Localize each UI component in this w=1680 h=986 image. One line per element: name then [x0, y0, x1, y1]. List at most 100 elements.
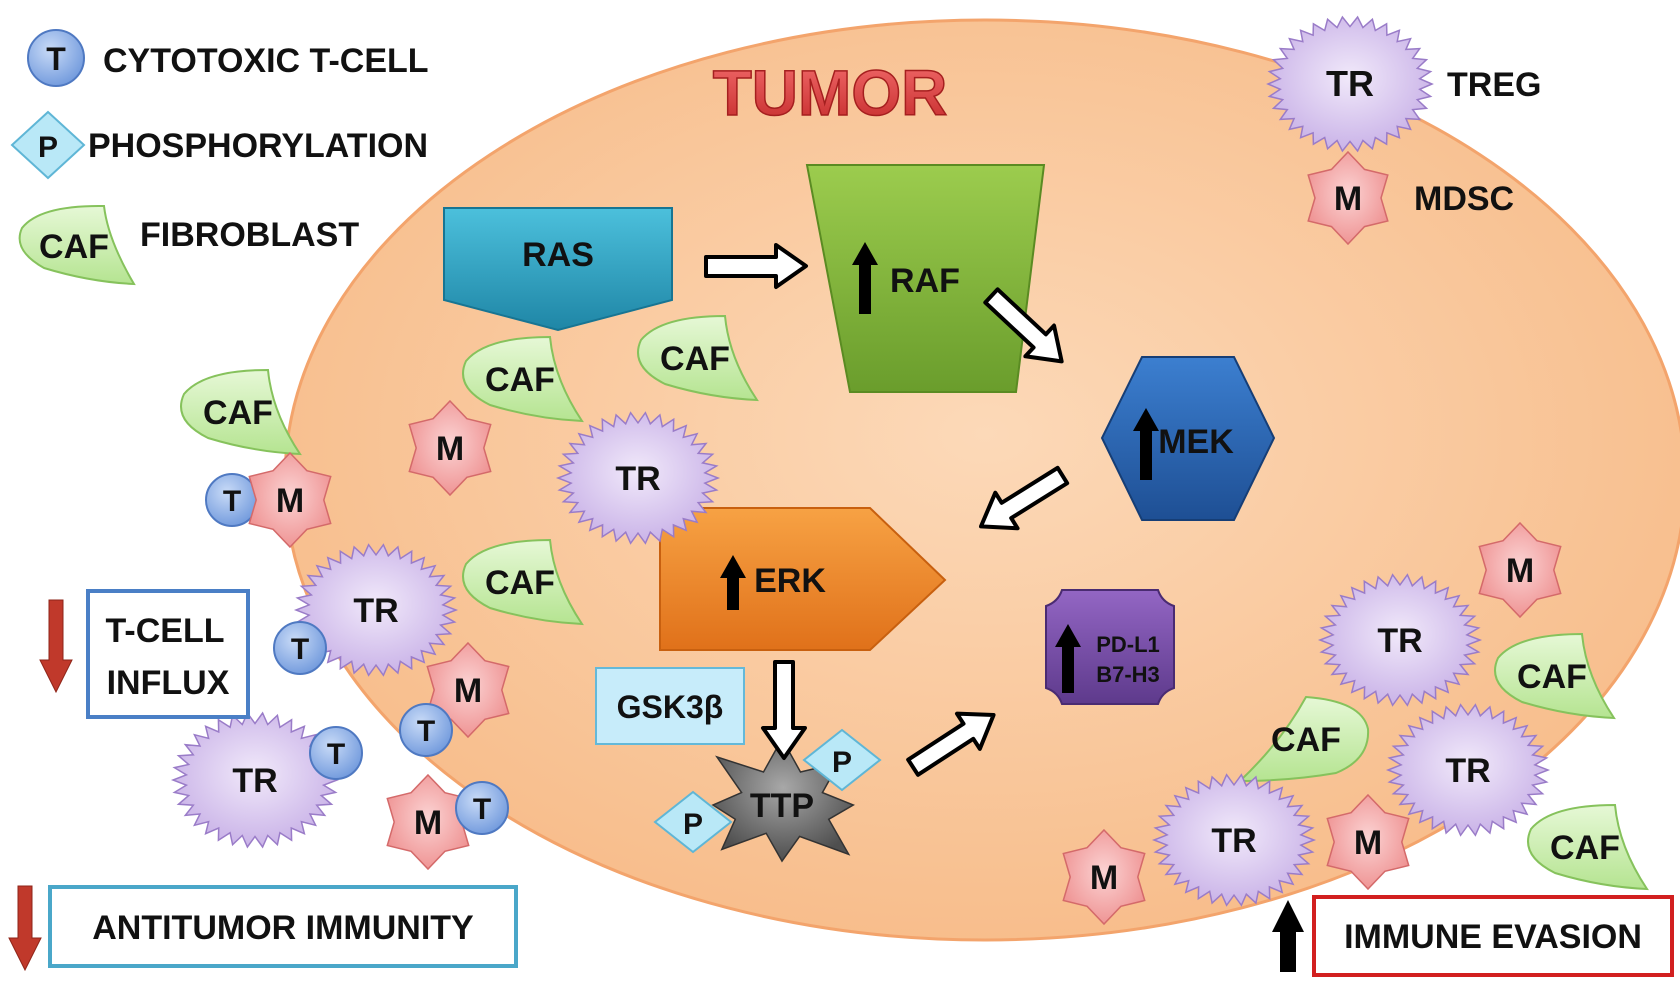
caf: CAF: [1494, 632, 1616, 720]
mdsc: M: [1062, 828, 1146, 926]
ras-node: RAS: [443, 207, 673, 332]
antitumor-down-arrow: [8, 885, 42, 972]
treg-label: TR: [615, 460, 660, 498]
pdl1-label: PD-L1: [1096, 632, 1160, 657]
mdsc: M: [426, 641, 510, 739]
pdl1-node: PD-L1 B7-H3: [1045, 589, 1175, 705]
legend-treg-symbol: [1266, 15, 1434, 153]
legend-tcell: T CYTOTOXIC T-CELL: [27, 29, 429, 87]
arrow-ras-raf: [704, 243, 808, 289]
mdsc-body: [1062, 828, 1146, 926]
ttp-phospho-2-label: P: [683, 808, 703, 841]
caf-label: CAF: [1550, 829, 1620, 867]
immune-evasion-up-arrow: [1272, 900, 1304, 972]
caf-body: [462, 538, 584, 626]
treg-body: [170, 711, 340, 849]
tcell: T: [399, 703, 453, 757]
mdsc-body: [248, 451, 332, 549]
caf: CAF: [462, 538, 584, 626]
caf-body: [1527, 803, 1649, 891]
ttp-phospho-1-label: P: [832, 746, 852, 779]
legend-tcell-letter: T: [46, 41, 66, 77]
ttp-phospho-2-shape: [653, 790, 733, 854]
tcell-influx-line1: T-CELL: [106, 612, 225, 650]
treg-label: TR: [353, 592, 398, 630]
legend-caf-symbol: [18, 204, 136, 286]
mdsc: M: [408, 399, 492, 497]
legend-caf-label: FIBROBLAST: [140, 216, 359, 254]
caf-label: CAF: [203, 394, 273, 432]
caf-label: CAF: [485, 361, 555, 399]
mdsc: M: [1478, 521, 1562, 619]
mdsc-body: [408, 399, 492, 497]
tcell-label: T: [327, 738, 345, 771]
erk-up-arrow: [720, 555, 746, 610]
treg-label: TR: [1211, 822, 1256, 860]
legend-mdsc-symbol: [1307, 150, 1389, 246]
caf-body: [637, 314, 759, 402]
tcell-body: [273, 621, 327, 675]
tcell-label: T: [473, 793, 491, 826]
legend-caf: CAF FIBROBLAST: [18, 204, 359, 286]
immune-evasion-frame: [1312, 895, 1674, 977]
treg-body: [555, 411, 721, 545]
immune-evasion-label: IMMUNE EVASION: [1344, 918, 1642, 956]
caf: CAF: [1527, 803, 1649, 891]
mdsc-label: M: [1354, 824, 1382, 862]
mdsc: M: [386, 773, 470, 871]
treg-body: [1385, 703, 1551, 837]
raf-label: RAF: [890, 262, 960, 300]
tcell-body: [309, 726, 363, 780]
caf-label: CAF: [485, 564, 555, 602]
treg: TR: [170, 711, 340, 849]
legend-phospho-symbol: [10, 110, 86, 180]
caf-body: [180, 368, 302, 456]
raf-up-arrow: [852, 242, 878, 314]
tcell: T: [309, 726, 363, 780]
treg: TR: [293, 543, 459, 677]
raf-shape: [805, 164, 1046, 393]
erk-node: ERK: [659, 507, 947, 651]
mdsc-label: M: [436, 430, 464, 468]
erk-label: ERK: [754, 562, 826, 600]
caf: CAF: [1237, 695, 1370, 783]
caf: CAF: [180, 368, 302, 456]
treg: TR: [1385, 703, 1551, 837]
tcell-label: T: [223, 485, 241, 518]
mdsc-label: M: [454, 672, 482, 710]
pdl1-up-arrow: [1055, 624, 1081, 693]
tcell-influx-down-arrow: [39, 599, 73, 694]
legend-caf-letter: CAF: [39, 228, 109, 266]
caf-body: [1494, 632, 1616, 720]
tcell-label: T: [417, 715, 435, 748]
antitumor-label: ANTITUMOR IMMUNITY: [92, 909, 474, 947]
caf-label: CAF: [660, 340, 730, 378]
mek-up-arrow: [1133, 408, 1159, 480]
gsk3b-node: GSK3β: [595, 667, 745, 745]
legend-mdsc-label: MDSC: [1414, 180, 1514, 218]
raf-node: RAF: [805, 164, 1046, 393]
treg: TR: [1151, 773, 1317, 907]
tumor-title: TUMOR: [713, 57, 948, 129]
ras-label: RAS: [522, 236, 594, 274]
legend-treg-letter: TR: [1326, 63, 1374, 104]
erk-shape: [659, 507, 947, 651]
legend-treg-label: TREG: [1447, 66, 1541, 104]
antitumor-frame: [48, 885, 518, 968]
treg: TR: [555, 411, 721, 545]
tcell-body: [399, 703, 453, 757]
legend-phospho: P PHOSPHORYLATION: [10, 110, 428, 180]
b7h3-label: B7-H3: [1096, 662, 1160, 687]
mdsc-body: [426, 641, 510, 739]
gsk3b-label: GSK3β: [617, 689, 724, 725]
tcell: T: [273, 621, 327, 675]
caf: CAF: [637, 314, 759, 402]
mdsc-label: M: [276, 482, 304, 520]
treg-body: [1151, 773, 1317, 907]
treg: TR: [1317, 573, 1483, 707]
legend-treg: TR TREG: [1266, 15, 1541, 153]
immune-evasion-box: IMMUNE EVASION: [1272, 895, 1674, 977]
mdsc-label: M: [414, 804, 442, 842]
